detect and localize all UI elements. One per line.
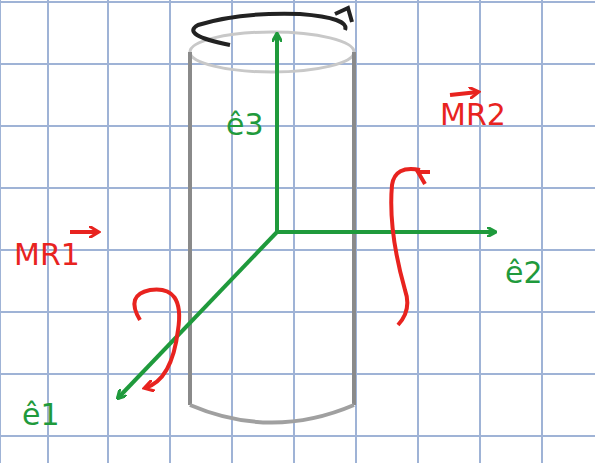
axis-label: ê2 <box>505 258 543 288</box>
rotation-arrow-head <box>335 8 352 22</box>
moment-label: MR2 <box>440 100 506 130</box>
rotation-arrow <box>193 14 345 45</box>
cylinder <box>190 32 354 423</box>
moment-arrows <box>70 92 478 388</box>
axis-label: ê1 <box>22 400 60 430</box>
moment-label: MR1 <box>14 240 80 270</box>
axes <box>118 34 495 398</box>
axis-label: ê3 <box>226 110 264 140</box>
